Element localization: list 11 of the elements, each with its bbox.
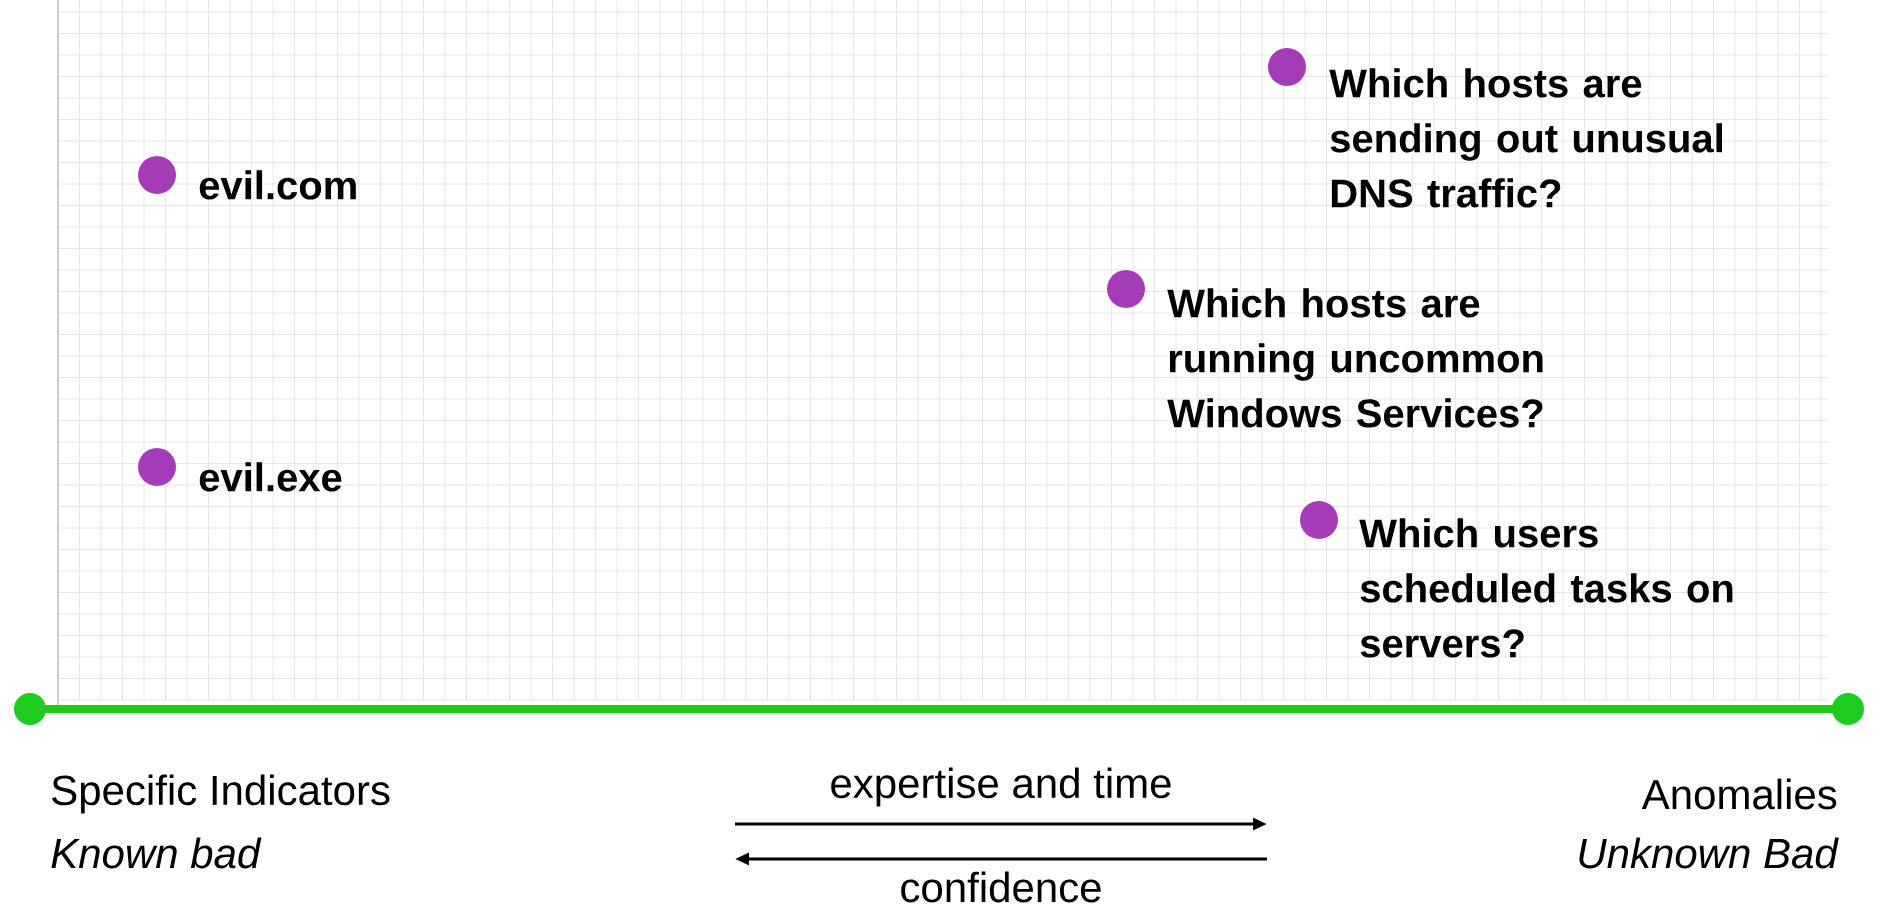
axis-label: Specific Indicators [52, 774, 390, 814]
axis-label: Unknown Bad [1579, 837, 1839, 869]
point-label: Which hosts are sending out unusual DNS traffic? [1329, 68, 1722, 208]
axis-label: Known bad [51, 837, 262, 869]
axis-label: Anomalies [1641, 778, 1837, 810]
point-label: Which users scheduled tasks on servers? [1359, 518, 1733, 658]
point-label: Which hosts are running uncommon Windows Services? [1167, 288, 1543, 428]
point-label: evil.com [199, 170, 356, 200]
axis-label: confidence [901, 871, 1101, 903]
axis-label: expertise and time [831, 767, 1171, 807]
point-label: evil.exe [199, 462, 342, 492]
